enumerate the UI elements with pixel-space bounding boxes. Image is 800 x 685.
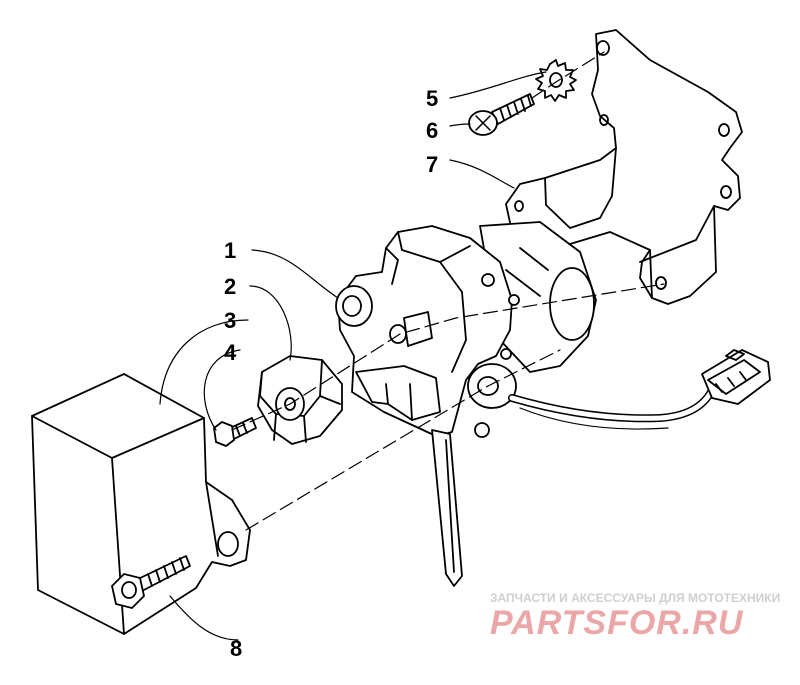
watermark-tagline: ЗАПЧАСТИ И АКСЕССУАРЫ ДЛЯ МОТОТЕХНИКИ <box>490 591 780 605</box>
mounting-bracket <box>505 29 743 305</box>
callout-6: 6 <box>426 118 438 143</box>
motor-housing <box>335 221 597 587</box>
callout-1: 1 <box>224 238 236 263</box>
callout-5: 5 <box>426 86 438 111</box>
long-hex-bolt <box>111 555 191 609</box>
callout-7: 7 <box>426 152 438 177</box>
watermark-logo: PARTSFOR.RU <box>490 604 744 642</box>
callout-leaders <box>159 71 547 641</box>
callout-4: 4 <box>224 340 237 365</box>
callout-labels: 1 2 3 4 5 6 7 8 <box>224 86 438 661</box>
callout-8: 8 <box>230 636 242 661</box>
star-washer <box>535 59 577 102</box>
screw <box>468 93 535 136</box>
shaft-coupler <box>257 355 343 445</box>
callout-2: 2 <box>224 274 236 299</box>
assembly-axis-lines <box>231 51 665 531</box>
control-module-box <box>31 373 251 635</box>
callout-3: 3 <box>224 308 236 333</box>
small-hex-bolt <box>213 417 257 447</box>
wire-harness <box>508 386 716 430</box>
watermark: ЗАПЧАСТИ И АКСЕССУАРЫ ДЛЯ МОТОТЕХНИКИ PA… <box>490 591 780 642</box>
electrical-connector <box>701 349 771 405</box>
